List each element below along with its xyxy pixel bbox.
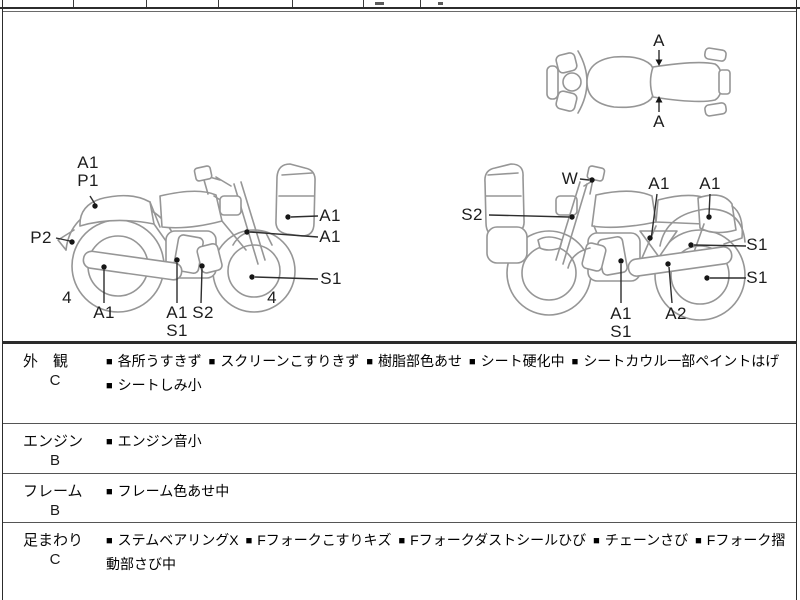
condition-item: ■Fフォークダストシールひび	[399, 532, 587, 548]
condition-item: ■各所うすきず	[106, 353, 202, 369]
right-side-bike-drawing	[484, 163, 746, 321]
grade-value: C	[49, 551, 61, 568]
grade-value: B	[49, 452, 60, 469]
inspection-row-engine: エンジン B ■エンジン音小	[3, 424, 796, 473]
box-left-border	[2, 0, 3, 600]
bullet-square-icon: ■	[106, 436, 113, 448]
category-label: 外 観	[23, 353, 69, 370]
clipped-text-fragment	[438, 2, 443, 5]
callout-lines	[55, 50, 747, 304]
bullet-square-icon: ■	[245, 535, 253, 547]
bullet-square-icon: ■	[469, 356, 476, 368]
grade-value: C	[49, 372, 61, 389]
inspection-row-undercarriage: 足まわり C ■ステムベアリングX ■Fフォークこすりキズ ■Fフォークダストシール…	[3, 523, 796, 600]
category-label: フレーム	[23, 483, 83, 500]
box-top-border	[2, 11, 796, 12]
left-side-bike-drawing	[57, 163, 316, 313]
inspection-row-exterior: 外 観 C ■各所うすきず ■スクリーンこすりきず ■樹脂部色あせ ■シート硬化中 ■シ…	[3, 344, 796, 423]
category-label: 足まわり	[23, 532, 84, 549]
bullet-square-icon: ■	[593, 535, 600, 547]
table-top-border	[2, 341, 797, 344]
header-divider	[420, 0, 421, 7]
row-divider	[3, 423, 796, 424]
condition-item: ■シート硬化中	[469, 353, 565, 369]
condition-notes: ■ステムベアリングX ■Fフォークこすりキズ ■Fフォークダストシールひび ■チェーン…	[106, 529, 788, 575]
bullet-square-icon: ■	[366, 356, 373, 368]
condition-notes: ■エンジン音小	[106, 430, 788, 454]
bullet-square-icon: ■	[695, 535, 702, 547]
box-right-border	[796, 0, 797, 600]
condition-item: ■エンジン音小	[106, 433, 202, 449]
condition-notes: ■フレーム色あせ中	[106, 480, 788, 504]
row-divider	[3, 522, 796, 523]
header-divider	[218, 0, 219, 7]
bullet-square-icon: ■	[106, 486, 113, 498]
row-divider	[3, 473, 796, 474]
clipped-text-fragment	[375, 2, 384, 5]
header-divider	[73, 0, 74, 7]
condition-item: ■Fフォーク摺動部さび中	[106, 532, 786, 572]
header-divider	[146, 0, 147, 7]
condition-item: ■フレーム色あせ中	[106, 483, 229, 499]
top-view-bike-drawing	[546, 47, 731, 117]
condition-item: ■ステムベアリングX	[106, 532, 239, 548]
bullet-square-icon: ■	[106, 356, 113, 368]
condition-item: ■シートカウル一部ペイントはげ	[572, 353, 780, 369]
header-divider	[363, 0, 364, 7]
condition-item: ■チェーンさび	[593, 532, 688, 548]
condition-notes: ■各所うすきず ■スクリーンこすりきず ■樹脂部色あせ ■シート硬化中 ■シートカウル一…	[106, 350, 788, 398]
bullet-square-icon: ■	[571, 356, 579, 368]
bullet-square-icon: ■	[106, 535, 113, 547]
condition-item: ■シートしみ小	[106, 377, 202, 393]
inspection-row-frame: フレーム B ■フレーム色あせ中	[3, 474, 796, 522]
condition-item: ■スクリーンこすりきず	[209, 353, 360, 369]
bullet-square-icon: ■	[208, 356, 216, 368]
bullet-square-icon: ■	[398, 535, 406, 547]
category-label: エンジン	[23, 433, 84, 450]
header-bottom-border	[0, 7, 800, 9]
cropped-header-strip	[0, 0, 800, 8]
condition-item: ■樹脂部色あせ	[366, 353, 462, 369]
condition-item: ■Fフォークこすりキズ	[246, 532, 392, 548]
bullet-square-icon: ■	[106, 380, 113, 392]
header-divider	[292, 0, 293, 7]
grade-value: B	[49, 502, 60, 519]
